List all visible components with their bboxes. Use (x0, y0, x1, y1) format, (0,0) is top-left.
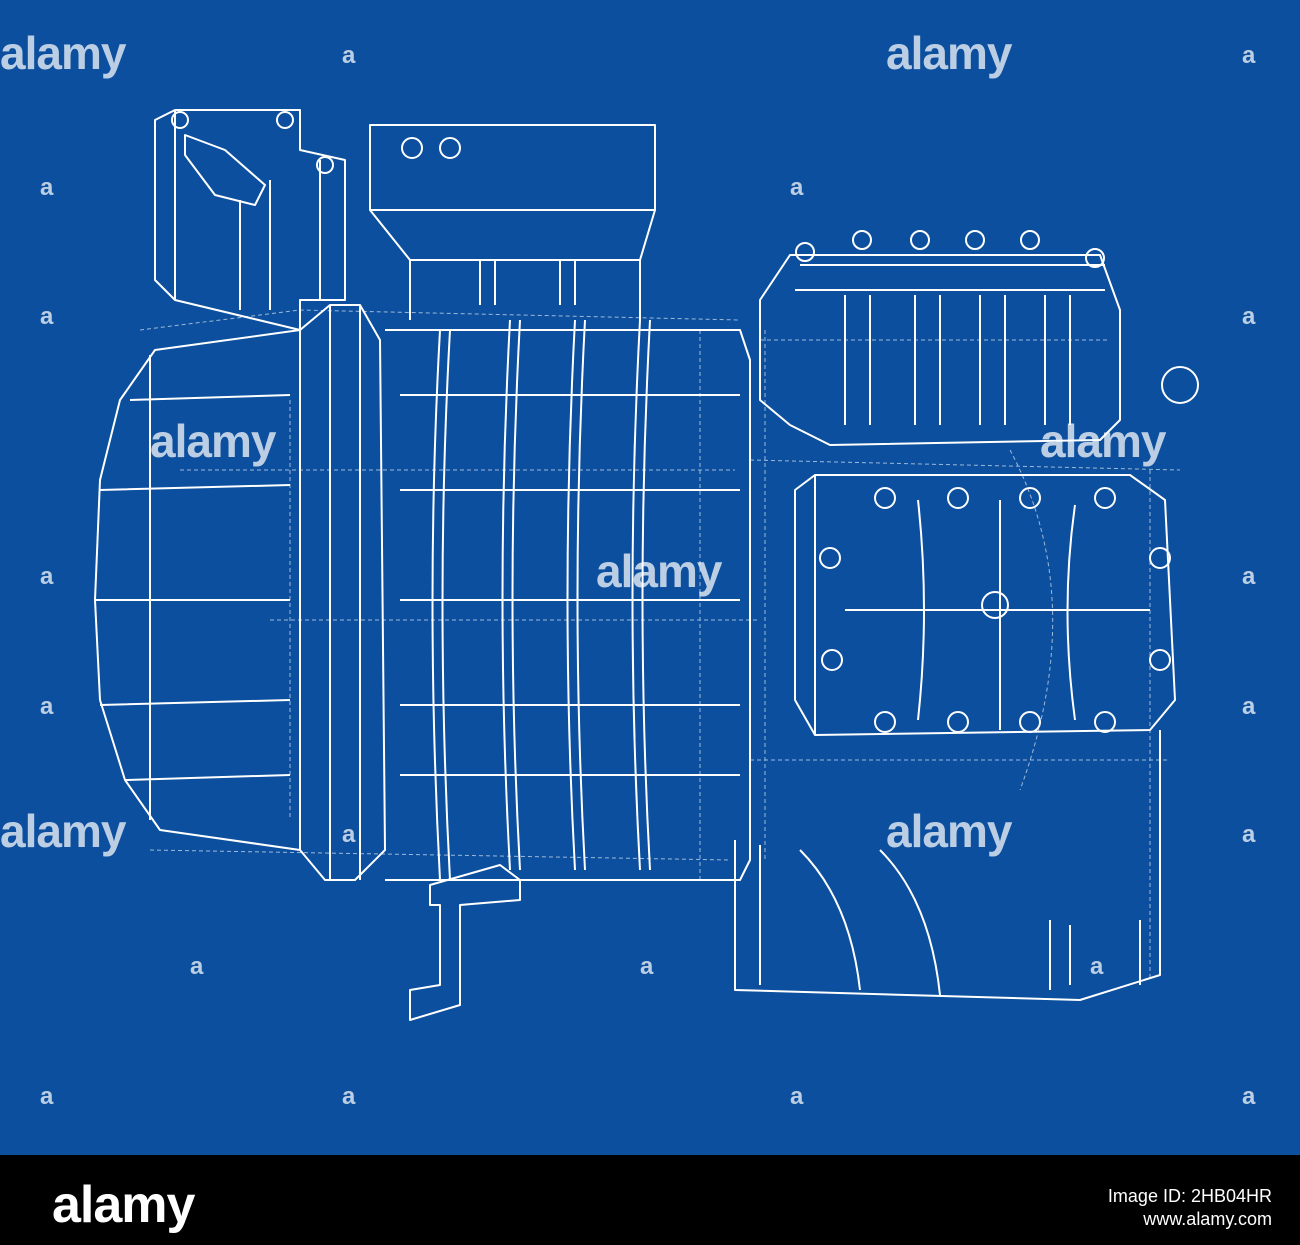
blueprint-canvas: alamy alamy alamy alamy alamy alamy alam… (0, 0, 1300, 1155)
watermark-mark: a (40, 693, 53, 720)
motor-end-cap (94, 329, 301, 851)
watermark-mark: a (1242, 821, 1255, 848)
watermark-text: alamy (1040, 415, 1166, 467)
watermark-mark: a (790, 174, 803, 201)
watermark-mark: a (1242, 1083, 1255, 1110)
watermark-text: alamy (0, 805, 126, 857)
watermark-mark: a (40, 563, 53, 590)
watermark-text: alamy (150, 415, 276, 467)
watermark-mark: a (342, 42, 355, 69)
footer-bar: alamy Image ID: 2HB04HR www.alamy.com (0, 1155, 1300, 1245)
footer-image-info: Image ID: 2HB04HR www.alamy.com (1108, 1185, 1272, 1230)
upper-cylinder-head (759, 254, 1121, 446)
crankcase-base (734, 730, 1161, 1001)
watermark-text: alamy (886, 27, 1012, 79)
motor-ring (299, 304, 386, 881)
watermark-mark: a (1090, 953, 1103, 980)
watermark-mark: a (342, 821, 355, 848)
watermark-mark: a (640, 953, 653, 980)
watermark-mark: a (40, 1083, 53, 1110)
watermark-mark: a (1242, 42, 1255, 69)
watermark-text: alamy (886, 805, 1012, 857)
watermark-mark: a (1242, 303, 1255, 330)
footer-logo[interactable]: alamy (52, 1176, 195, 1234)
front-cylinder-head (794, 474, 1176, 736)
site-url-link[interactable]: www.alamy.com (1143, 1208, 1272, 1229)
terminal-box (369, 124, 656, 261)
watermark-mark: a (342, 1083, 355, 1110)
watermark-mark: a (790, 1083, 803, 1110)
compressor-wireframe (94, 109, 1199, 1021)
suction-valve (154, 109, 346, 331)
watermark-text: alamy (0, 27, 126, 79)
watermark-text: alamy (596, 545, 722, 597)
watermark-mark: a (1242, 563, 1255, 590)
watermark-mark: a (40, 174, 53, 201)
image-id-text: Image ID: 2HB04HR (1107, 1186, 1272, 1206)
watermark-mark: a (1242, 693, 1255, 720)
mounting-foot (409, 864, 521, 1021)
watermark-mark: a (190, 953, 203, 980)
motor-body (385, 329, 751, 881)
watermark-mark: a (40, 303, 53, 330)
